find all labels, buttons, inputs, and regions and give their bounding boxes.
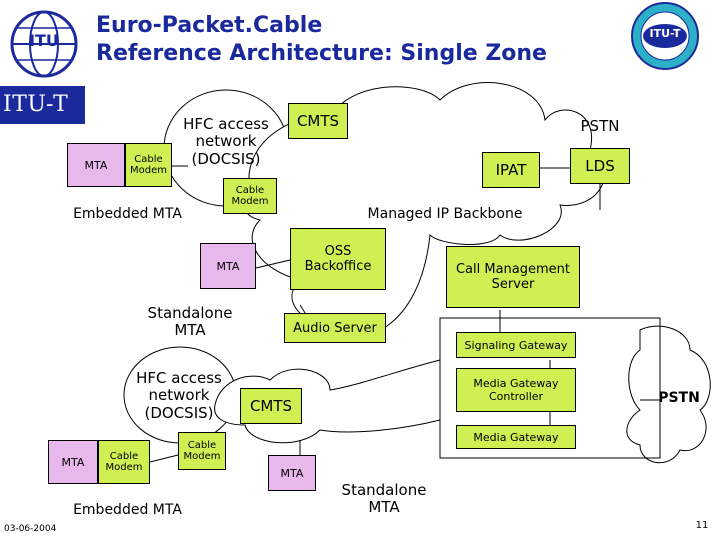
signaling-gateway-label: Signaling Gateway [464, 338, 568, 352]
footer-date: 03-06-2004 [4, 524, 57, 534]
cmts-bottom-box: CMTS [240, 388, 302, 424]
cmts-top-box: CMTS [288, 103, 348, 139]
cmts-bottom-label: CMTS [249, 397, 293, 415]
cable-modem-bottom2-box: Cable Modem [178, 432, 226, 470]
itu-t-banner-label: ITU-T [3, 92, 69, 117]
oss-backoffice-label: OSS Backoffice [304, 244, 372, 274]
cable-modem-mid-label: Cable Modem [231, 185, 269, 207]
mta-top-label: MTA [84, 158, 108, 172]
call-management-server-label: Call Management Server [455, 262, 571, 292]
cable-modem-top-box: Cable Modem [125, 143, 172, 187]
audio-server-label: Audio Server [293, 320, 377, 336]
media-gateway-box: Media Gateway [456, 425, 576, 449]
mta-mid-box: MTA [200, 243, 256, 289]
cmts-top-label: CMTS [296, 112, 340, 130]
gateway-frame [439, 317, 661, 459]
itu-t-right-logo [631, 2, 699, 70]
cloud-pstn-bottom [626, 325, 711, 464]
page-number: 11 [695, 520, 709, 531]
standalone-mta-bottom-label: Standalone MTA [341, 481, 427, 517]
mta-bottom-mid-box: MTA [268, 455, 316, 491]
managed-ip-backbone-label: Managed IP Backbone [367, 206, 523, 222]
itu-left-logo [10, 10, 78, 78]
hfc-bottom-label: HFC access network (DOCSIS) [136, 369, 222, 422]
itu-left-logo-text: ITU [29, 31, 59, 50]
media-gateway-label: Media Gateway [473, 430, 559, 444]
call-management-server-box: Call Management Server [446, 246, 580, 308]
audio-server-box: Audio Server [284, 313, 386, 343]
mta-mid-label: MTA [216, 259, 240, 273]
oss-backoffice-box: OSS Backoffice [290, 228, 386, 290]
itu-t-banner [0, 86, 85, 124]
mta-bottom-mid-label: MTA [280, 466, 304, 480]
title-line-2: Reference Architecture: Single Zone [96, 41, 547, 66]
title-line-1: Euro-Packet.Cable [96, 13, 323, 38]
pstn-bottom-label: PSTN [658, 390, 700, 406]
signaling-gateway-box: Signaling Gateway [456, 332, 576, 358]
standalone-mta-top-label: Standalone MTA [147, 304, 233, 340]
page-title: Euro-Packet.Cable Reference Architecture… [96, 12, 636, 68]
mta-top-box: MTA [67, 143, 125, 187]
itu-t-right-logo-text: ITU-T [649, 27, 681, 40]
ipat-label: IPAT [495, 161, 527, 179]
cable-modem-mid-box: Cable Modem [223, 178, 277, 214]
embedded-mta-bottom-label: Embedded MTA [73, 502, 182, 518]
embedded-mta-top-label: Embedded MTA [73, 206, 182, 222]
cable-modem-bottom-box: Cable Modem [98, 440, 150, 484]
mta-bottom-left-label: MTA [61, 455, 85, 469]
cable-modem-bottom-label: Cable Modem [105, 451, 143, 473]
ipat-box: IPAT [482, 152, 540, 188]
lds-label: LDS [585, 157, 615, 175]
mta-bottom-left-box: MTA [48, 440, 98, 484]
hfc-top-label: HFC access network (DOCSIS) [183, 115, 269, 168]
media-gateway-controller-box: Media Gateway Controller [456, 368, 576, 412]
media-gateway-controller-label: Media Gateway Controller [473, 377, 559, 403]
lds-box: LDS [570, 148, 630, 184]
cable-modem-top-label: Cable Modem [130, 154, 167, 176]
pstn-top-label: PSTN [580, 117, 620, 135]
cable-modem-bottom2-label: Cable Modem [183, 440, 221, 462]
